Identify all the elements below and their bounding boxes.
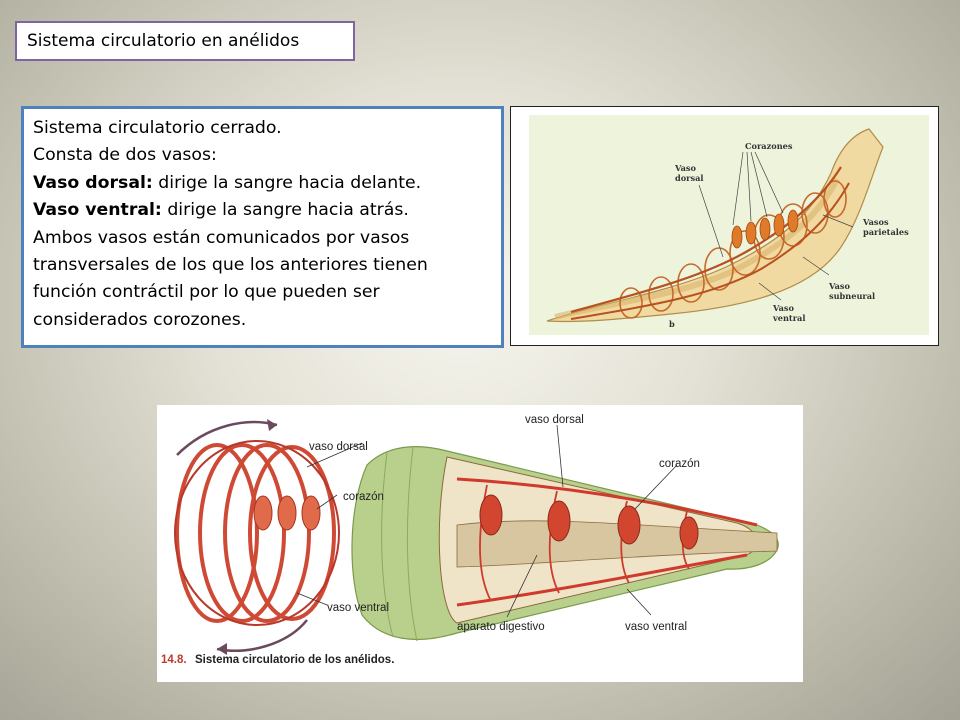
label-panel-letter: b: [669, 319, 675, 329]
description-line-ventral: Vaso ventral: dirige la sangre hacia atr…: [33, 197, 492, 224]
circulatory-illustration: vaso dorsal corazón vaso ventral vaso do…: [161, 414, 779, 666]
label-corazon-right: corazón: [659, 458, 700, 470]
earthworm-diagram-top: Corazones Vaso dorsal Vasos parietales V…: [510, 106, 939, 346]
slide-title-text: Sistema circulatorio en anélidos: [27, 31, 300, 51]
label-vaso-ventral-left: vaso ventral: [327, 602, 389, 614]
ring-outline: [174, 440, 340, 626]
label-vaso-dorsal-right: vaso dorsal: [525, 414, 584, 426]
rotation-arrow-top: [176, 420, 278, 456]
label-vasos-parietales-1: Vasos: [862, 217, 889, 227]
ring-hearts: [253, 495, 321, 531]
ring-diagram: [174, 419, 340, 655]
hearts: [731, 209, 799, 249]
label-vaso-subneural-1: Vaso: [828, 281, 851, 291]
term-vaso-dorsal: Vaso dorsal:: [33, 172, 153, 193]
desc-vaso-dorsal: dirige la sangre hacia delante.: [152, 172, 422, 193]
label-vaso-ventral-1: Vaso: [772, 303, 795, 313]
description-line: Ambos vasos están comunicados por vasos: [33, 227, 410, 248]
description-line-dorsal: Vaso dorsal: dirige la sangre hacia dela…: [33, 170, 492, 197]
label-aparato-digestivo: aparato digestivo: [457, 621, 545, 633]
arrow-head-top: [267, 419, 277, 431]
caption-text: Sistema circulatorio de los anélidos.: [195, 654, 394, 666]
ventral-vessel: [570, 182, 850, 320]
term-vaso-ventral: Vaso ventral:: [33, 200, 162, 221]
segment-lines: [381, 446, 418, 642]
label-vaso-dorsal-1: Vaso: [674, 163, 697, 173]
description-line: función contráctil por lo que pueden ser: [33, 282, 380, 303]
description-line: considerados corozones.: [33, 309, 247, 330]
description-line: Sistema circulatorio cerrado.: [33, 118, 282, 138]
worm-body: [546, 128, 884, 323]
slide-title: Sistema circulatorio en anélidos: [15, 21, 355, 61]
dorsal-vessel-bottom: [456, 477, 758, 527]
label-vaso-dorsal-left: vaso dorsal: [309, 441, 368, 453]
leader-lines: [698, 151, 854, 301]
label-vaso-ventral-right: vaso ventral: [625, 621, 687, 633]
label-vaso-ventral-2: ventral: [772, 313, 805, 323]
label-corazones: Corazones: [745, 141, 793, 151]
caption-number: 14.8.: [161, 654, 187, 666]
bottom-leader-lines: [296, 424, 678, 618]
desc-vaso-ventral: dirige la sangre hacia atrás.: [161, 200, 409, 221]
dorsal-vessel: [570, 166, 842, 314]
description-line: Consta de dos vasos:: [33, 145, 217, 166]
worm-segment: [351, 446, 779, 642]
arrow-head-bottom: [217, 643, 227, 655]
description-box: Sistema circulatorio cerrado. Consta de …: [21, 106, 504, 348]
ring-vessels: [175, 443, 336, 623]
label-vaso-dorsal-2: dorsal: [675, 173, 704, 183]
circulatory-figure-bottom: vaso dorsal corazón vaso ventral vaso do…: [157, 405, 803, 682]
label-corazon-left: corazón: [343, 491, 384, 503]
earthworm-illustration: Corazones Vaso dorsal Vasos parietales V…: [529, 115, 929, 335]
description-line: transversales de los que los anteriores …: [33, 255, 428, 276]
label-vasos-parietales-2: parietales: [863, 227, 909, 237]
segment-hearts: [479, 494, 699, 550]
ventral-vessel-bottom: [456, 553, 748, 607]
label-vaso-subneural-2: subneural: [829, 291, 875, 301]
